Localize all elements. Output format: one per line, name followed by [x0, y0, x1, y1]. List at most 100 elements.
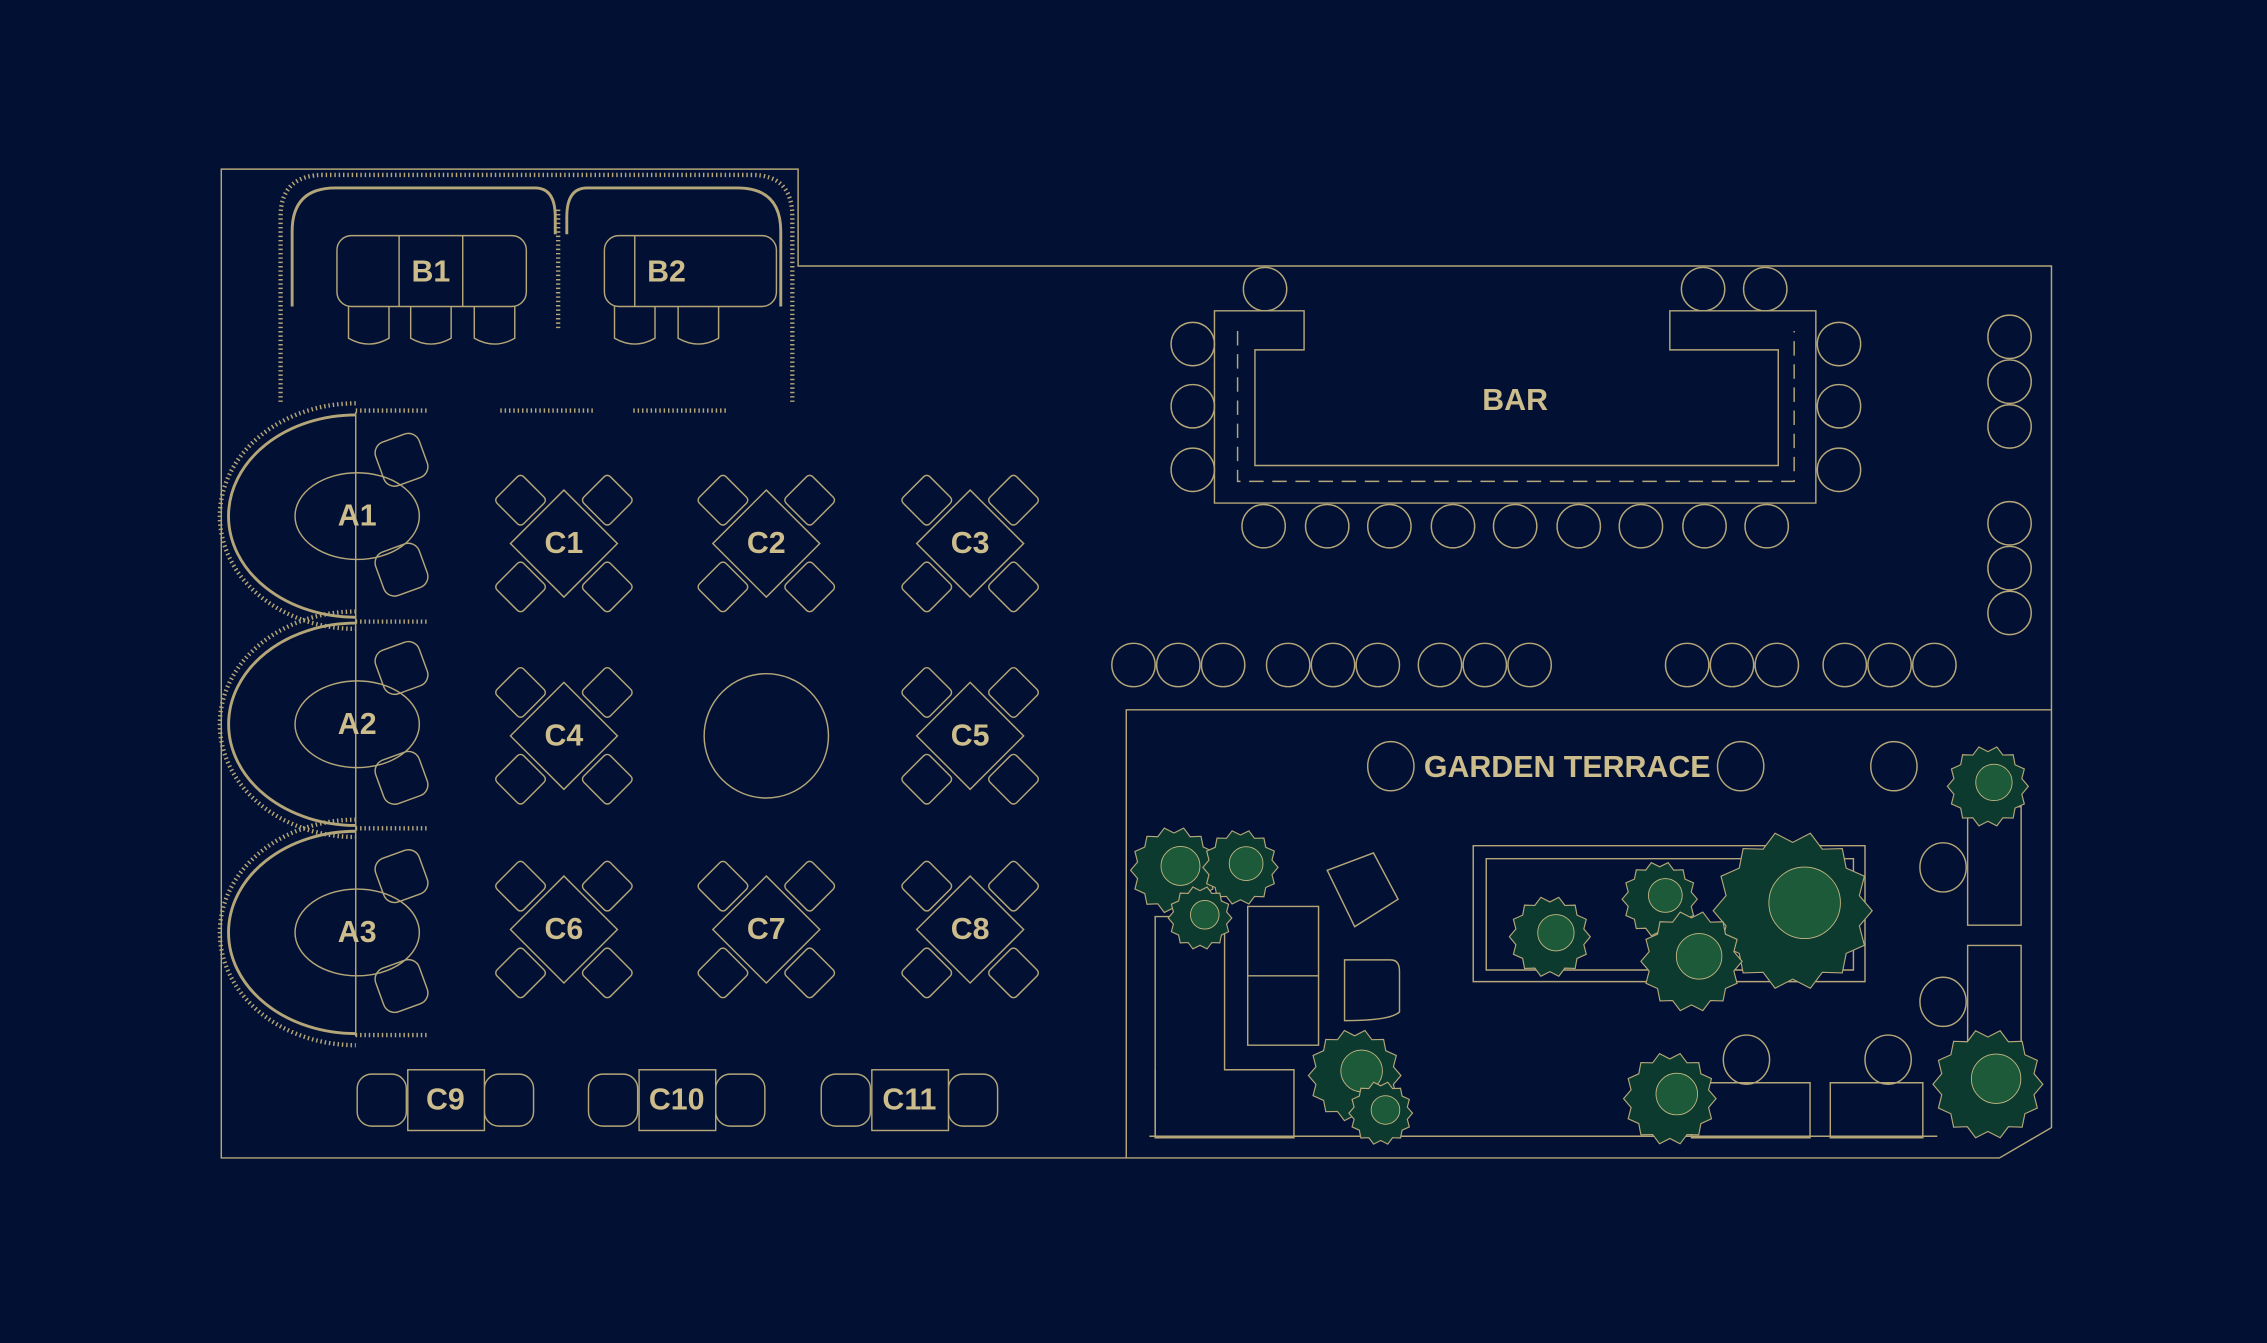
alcove-table-a2[interactable]: A2	[217, 609, 431, 840]
bar-stool[interactable]	[1492, 503, 1538, 549]
table-label: C1	[545, 527, 584, 560]
tree-icon	[1946, 746, 2030, 827]
bar-stool[interactable]	[1816, 447, 1862, 493]
garden-stool[interactable]	[1919, 976, 1967, 1028]
garden-stool[interactable]	[1366, 740, 1415, 792]
alcove-label: A3	[338, 916, 377, 949]
table-c5[interactable]: C5	[900, 666, 1040, 806]
chair	[409, 306, 452, 345]
bar-stool[interactable]	[1816, 383, 1862, 429]
chair	[495, 474, 547, 526]
chair	[677, 306, 720, 345]
chair	[901, 561, 953, 613]
table-label: C2	[747, 527, 786, 560]
table-c10[interactable]: C10	[587, 1069, 766, 1132]
bar-stool[interactable]	[1987, 314, 2032, 360]
bar-stool[interactable]	[1754, 642, 1800, 688]
bar-stool[interactable]	[1170, 383, 1216, 429]
garden-terrace-label: GARDEN TERRACE	[1424, 751, 1711, 784]
bar-stool[interactable]	[1911, 642, 1957, 688]
bar-stool[interactable]	[1507, 642, 1553, 688]
table-c1[interactable]: C1	[494, 474, 634, 614]
armchair	[587, 1073, 639, 1127]
chair	[697, 947, 749, 999]
chair	[784, 860, 836, 912]
bar-stool[interactable]	[1742, 266, 1788, 312]
chair	[901, 666, 953, 718]
garden-stool[interactable]	[1864, 1034, 1912, 1085]
bar-stool[interactable]	[1744, 503, 1790, 549]
chair	[697, 474, 749, 526]
chair	[988, 860, 1040, 912]
armchair	[947, 1073, 999, 1127]
armchair	[374, 542, 429, 597]
bar-stool[interactable]	[1618, 503, 1664, 549]
garden-stool[interactable]	[1716, 740, 1765, 792]
table-c6[interactable]: C6	[494, 860, 634, 1000]
round-table[interactable]	[703, 672, 830, 799]
table-c7[interactable]: C7	[696, 860, 836, 1000]
booth-table-b1[interactable]: B1	[336, 234, 528, 345]
chair	[988, 753, 1040, 805]
table-c9[interactable]: C9	[356, 1069, 535, 1132]
bar-stool[interactable]	[1366, 503, 1412, 549]
bar-stool[interactable]	[1556, 503, 1602, 549]
table-c4[interactable]: C4	[494, 666, 634, 806]
chair	[613, 306, 656, 345]
bar-stool[interactable]	[1987, 545, 2032, 591]
bar-stool[interactable]	[1111, 642, 1156, 688]
bar-stool[interactable]	[1155, 642, 1201, 688]
chair	[581, 561, 633, 613]
chair	[495, 666, 547, 718]
bar-stool[interactable]	[1265, 642, 1311, 688]
bar-stool[interactable]	[1170, 447, 1216, 493]
bar-stool[interactable]	[1987, 590, 2032, 636]
bar-stool[interactable]	[1355, 642, 1401, 688]
bar-stool[interactable]	[1170, 321, 1216, 367]
garden-stool[interactable]	[1722, 1034, 1771, 1085]
bar-stool[interactable]	[1987, 500, 2032, 546]
bar-stool[interactable]	[1304, 503, 1350, 549]
chair	[901, 947, 953, 999]
chair	[581, 753, 633, 805]
chair	[784, 561, 836, 613]
booth-table-b2[interactable]: B2	[603, 234, 778, 345]
booth-label: B2	[647, 255, 686, 288]
bar-stool[interactable]	[1430, 503, 1476, 549]
bar-counter[interactable]: BAR	[1213, 310, 1817, 504]
bar-stool[interactable]	[1987, 404, 2032, 449]
table-c8[interactable]: C8	[900, 860, 1040, 1000]
garden-stool[interactable]	[1870, 740, 1918, 792]
armchair	[374, 958, 429, 1014]
bar-stool[interactable]	[1310, 642, 1356, 688]
bar-stool[interactable]	[1462, 642, 1508, 688]
bar-stool[interactable]	[1822, 642, 1868, 688]
bar-stool[interactable]	[1241, 503, 1287, 549]
tree-icon	[1508, 896, 1592, 977]
chair	[901, 474, 953, 526]
bar-stool[interactable]	[1200, 642, 1246, 688]
bar-stool[interactable]	[1709, 642, 1755, 688]
bar-stool[interactable]	[1680, 266, 1726, 312]
table-c2[interactable]: C2	[696, 474, 836, 614]
armchair	[374, 432, 429, 487]
alcove-table-a3[interactable]: A3	[217, 817, 431, 1048]
tree-icon	[1712, 832, 1873, 989]
garden-stool[interactable]	[1919, 842, 1967, 893]
armchair	[483, 1073, 535, 1127]
bar-stool[interactable]	[1242, 266, 1288, 312]
bar-stool[interactable]	[1682, 503, 1727, 549]
bar-stool[interactable]	[1664, 642, 1710, 688]
bar-stool[interactable]	[1987, 359, 2032, 405]
bar-stool[interactable]	[1816, 321, 1862, 367]
table-c3[interactable]: C3	[900, 474, 1040, 614]
bar-stool[interactable]	[1867, 642, 1912, 688]
table-label: C8	[951, 913, 990, 946]
bar-stool[interactable]	[1417, 642, 1463, 688]
alcove-table-a1[interactable]: A1	[217, 401, 431, 632]
table-c11[interactable]: C11	[820, 1069, 999, 1132]
armchair	[374, 750, 429, 805]
tree-icon	[1622, 1052, 1717, 1145]
chair	[495, 860, 547, 912]
